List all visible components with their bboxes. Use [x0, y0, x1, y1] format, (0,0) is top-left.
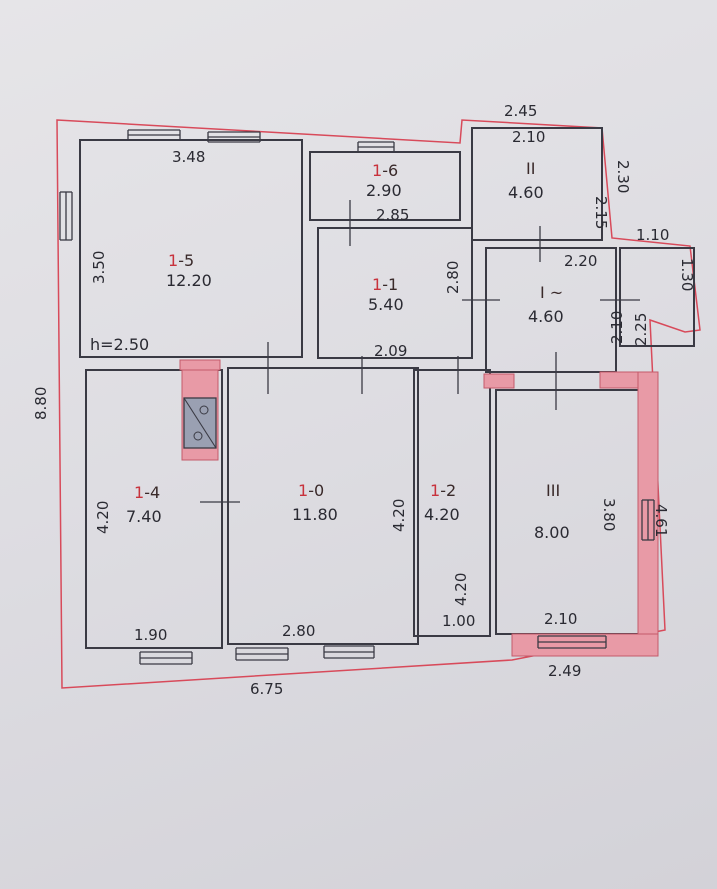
dimension-label: 3.80 [600, 498, 618, 531]
dimension-label: 1.90 [134, 626, 167, 644]
dimension-label: 2.10 [608, 311, 626, 344]
dimension-label: 1.30 [678, 258, 696, 291]
room-area: 2.90 [366, 181, 402, 200]
room-id: 1-5 [168, 251, 194, 270]
dimension-label: 3.48 [172, 148, 205, 166]
dimension-label: 2.09 [374, 342, 407, 360]
room-area: 12.20 [166, 271, 212, 290]
outer-dimension-label: 8.80 [32, 387, 50, 420]
dimension-label: 2.85 [376, 206, 409, 224]
dimension-label: 2.30 [614, 160, 632, 193]
dimension-label: 2.45 [504, 102, 537, 120]
room-area: 4.60 [528, 307, 564, 326]
room-id: 1-1 [372, 275, 398, 294]
room-id: 1-2 [430, 481, 456, 500]
door-marks [200, 200, 640, 503]
room-id: I ~ [540, 283, 563, 302]
window-icon [323, 645, 375, 659]
dimension-label: 4.20 [452, 573, 470, 606]
room-area: 11.80 [292, 505, 338, 524]
room-area: 4.20 [424, 505, 460, 524]
dimension-label: 2.15 [592, 196, 610, 229]
window-icon [59, 191, 73, 241]
outer-dimension-label: 6.75 [250, 680, 283, 698]
dimension-label: 2.10 [544, 610, 577, 628]
room-id: 1-4 [134, 483, 160, 502]
room-id: 1-0 [298, 481, 324, 500]
room-area: 5.40 [368, 295, 404, 314]
window-icon [641, 499, 655, 541]
window-icon [235, 647, 289, 661]
dimension-label: 4.20 [390, 499, 408, 532]
walls-main [79, 139, 491, 649]
window-icons [59, 129, 655, 665]
dimension-label: 2.80 [282, 622, 315, 640]
dimension-label: 2.20 [564, 252, 597, 270]
stove-icon [183, 397, 217, 449]
room-id: III [546, 481, 560, 500]
room-area: 4.60 [508, 183, 544, 202]
dimension-label: 2.25 [632, 313, 650, 346]
window-icon [127, 129, 181, 141]
building-outline [56, 119, 701, 689]
dimension-label: 1.00 [442, 612, 475, 630]
window-icon [357, 141, 395, 153]
room-id: 1-6 [372, 161, 398, 180]
room-id: II [526, 159, 535, 178]
room-area: 8.00 [534, 523, 570, 542]
height-note: h=2.50 [90, 335, 149, 354]
outer-dimension-label: 2.49 [548, 662, 581, 680]
dimension-label: 4.20 [94, 501, 112, 534]
dimension-label: 1.10 [636, 226, 669, 244]
dimension-label: 2.10 [512, 128, 545, 146]
dimension-label: 4.61 [652, 504, 670, 537]
window-icon [207, 131, 261, 143]
room-area: 7.40 [126, 507, 162, 526]
dimension-label: 2.80 [444, 261, 462, 294]
window-icon [139, 651, 193, 665]
window-icon [537, 635, 607, 649]
dimension-label: 3.50 [90, 251, 108, 284]
